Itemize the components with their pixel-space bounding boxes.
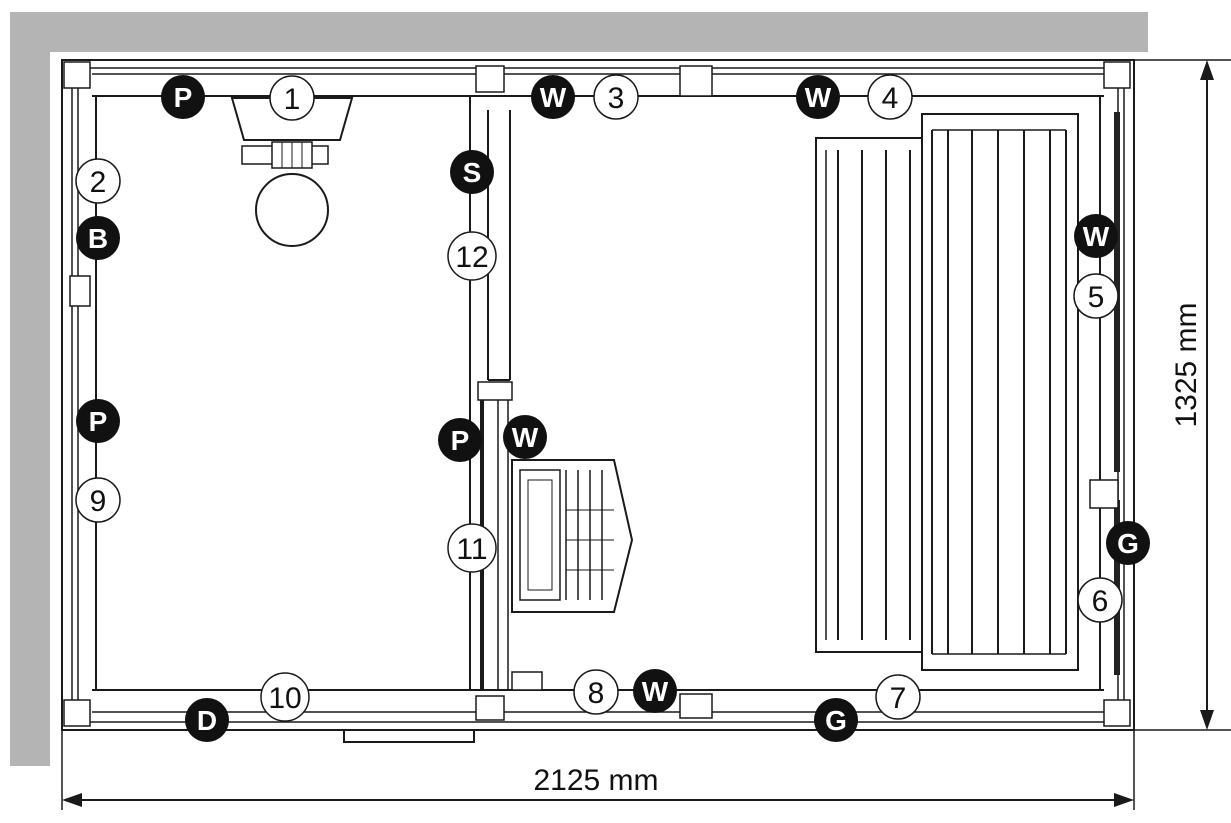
callout-8: 8 [573,669,619,715]
callout-1: 1 [269,75,315,121]
svg-text:3: 3 [608,82,625,115]
svg-text:D: D [197,705,217,736]
svg-text:B: B [88,223,108,254]
svg-text:5: 5 [1088,281,1105,314]
svg-text:6: 6 [1092,585,1109,618]
marker-s-partition: S [450,150,494,194]
svg-text:W: W [805,82,832,113]
marker-d-bottom: D [185,698,229,742]
height-label: 1325 mm [1170,302,1203,427]
corner-posts [63,61,1131,727]
letter-markers: P B P W W S P W [76,75,1150,742]
callout-6: 6 [1077,577,1123,623]
svg-text:12: 12 [455,241,488,274]
sauna-heater [511,459,634,613]
svg-text:P: P [174,82,193,113]
marker-w-top-right: W [796,75,840,119]
marker-p-top: P [161,75,205,119]
svg-text:W: W [540,82,567,113]
door-hinge [1089,479,1119,509]
marker-p-partition: P [438,418,482,462]
svg-text:W: W [512,422,539,453]
svg-text:7: 7 [890,682,907,715]
svg-text:10: 10 [268,682,301,715]
numbered-callouts: 1 2 3 4 5 6 7 8 [75,74,1123,722]
marker-w-right: W [1074,214,1118,258]
callout-11: 11 [447,523,497,573]
callout-10: 10 [260,672,310,722]
svg-text:W: W [642,676,669,707]
svg-text:G: G [825,705,847,736]
door-threshold [343,729,475,743]
marker-p-left: P [76,399,120,443]
svg-text:2: 2 [90,166,107,199]
callout-9: 9 [75,477,121,523]
dimension-width: 2125 mm [61,730,1135,810]
svg-text:9: 9 [90,485,107,518]
svg-text:P: P [451,425,470,456]
callout-3: 3 [593,74,639,120]
width-label: 2125 mm [533,764,658,797]
svg-text:1: 1 [284,83,301,116]
svg-text:11: 11 [456,533,487,566]
building-wall [10,12,1148,766]
marker-g-right: G [1106,521,1150,565]
marker-w-bottom: W [633,669,677,713]
svg-text:W: W [1083,221,1110,252]
shower-head [230,97,354,247]
callout-12: 12 [447,231,497,281]
dimension-height: 1325 mm [1134,59,1231,731]
marker-w-top-left: W [531,75,575,119]
svg-text:P: P [89,406,108,437]
svg-text:S: S [463,157,482,188]
sauna-bench [815,113,1079,671]
svg-text:4: 4 [882,82,899,115]
callout-2: 2 [75,158,121,204]
callout-5: 5 [1073,273,1119,319]
callout-7: 7 [875,674,921,720]
marker-w-heater: W [503,415,547,459]
svg-text:G: G [1117,528,1139,559]
sockets [511,671,543,691]
marker-b-left: B [76,216,120,260]
callout-4: 4 [867,74,913,120]
svg-text:8: 8 [588,677,605,710]
marker-g-bottom: G [814,698,858,742]
